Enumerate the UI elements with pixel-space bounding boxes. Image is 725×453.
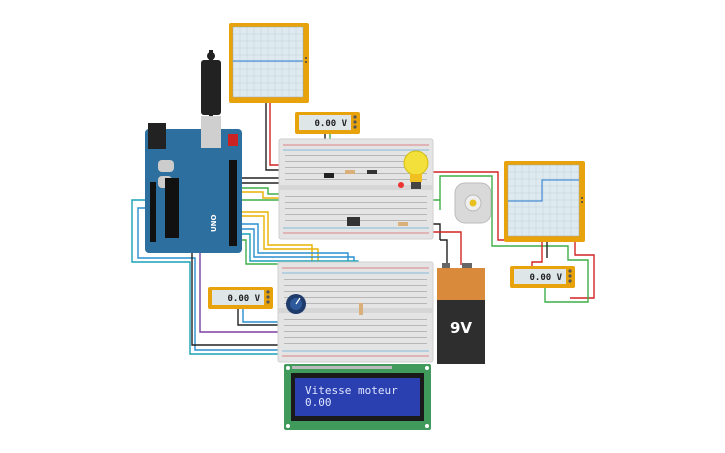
resistor-2[interactable]: [367, 170, 377, 174]
resistor-3[interactable]: [398, 222, 408, 226]
breadboard-upper-holes: [285, 155, 427, 221]
arduino-board[interactable]: UNO: [145, 116, 242, 253]
lcd-line-1: Vitesse moteur: [305, 384, 398, 397]
lcd-line-2: 0.00: [305, 396, 332, 409]
wire-batt-black[interactable]: [440, 239, 448, 265]
arduino-usb-port: [201, 116, 221, 148]
wire-motor-green1[interactable]: [439, 175, 589, 303]
oscilloscope-top-grid: [233, 27, 303, 97]
potentiometer[interactable]: [286, 294, 306, 314]
wire-ard-blue-loop[interactable]: [137, 207, 288, 351]
multimeter-left[interactable]: 0.00 V: [208, 287, 273, 309]
oscilloscope-top[interactable]: [229, 23, 309, 103]
led-red[interactable]: [398, 182, 404, 188]
battery-9v[interactable]: 9V: [437, 263, 485, 364]
breadboard-lower[interactable]: [277, 261, 434, 363]
wire-ard-teal-loop[interactable]: [131, 199, 290, 355]
battery-label: 9V: [450, 319, 472, 337]
resistor-4[interactable]: [359, 303, 363, 315]
light-bulb[interactable]: [403, 150, 429, 189]
multimeter-top-reading: 0.00 V: [314, 119, 347, 129]
multimeter-right-reading: 0.00 V: [529, 273, 562, 283]
lcd-display[interactable]: Vitesse moteur 0.00: [284, 364, 431, 430]
oscilloscope-right[interactable]: [504, 161, 585, 242]
usb-cable[interactable]: [201, 50, 221, 116]
multimeter-top[interactable]: 0.00 V: [295, 112, 360, 134]
dc-motor[interactable]: [454, 182, 492, 224]
arduino-label: UNO: [210, 214, 218, 232]
transistor[interactable]: [324, 173, 334, 178]
wire-ard-yellow1[interactable]: [240, 211, 313, 290]
breadboard-lower-holes: [284, 279, 427, 344]
arduino-power-jack: [148, 123, 166, 149]
resistor-1[interactable]: [345, 170, 355, 174]
ic-chip[interactable]: [347, 217, 360, 226]
wire-batt-red[interactable]: [420, 231, 462, 265]
multimeter-left-reading: 0.00 V: [227, 294, 260, 304]
oscilloscope-right-trace: [508, 179, 579, 202]
wire-mm2-black[interactable]: [237, 309, 296, 326]
multimeter-right[interactable]: 0.00 V: [510, 266, 575, 288]
breadboard-upper[interactable]: [278, 138, 434, 240]
